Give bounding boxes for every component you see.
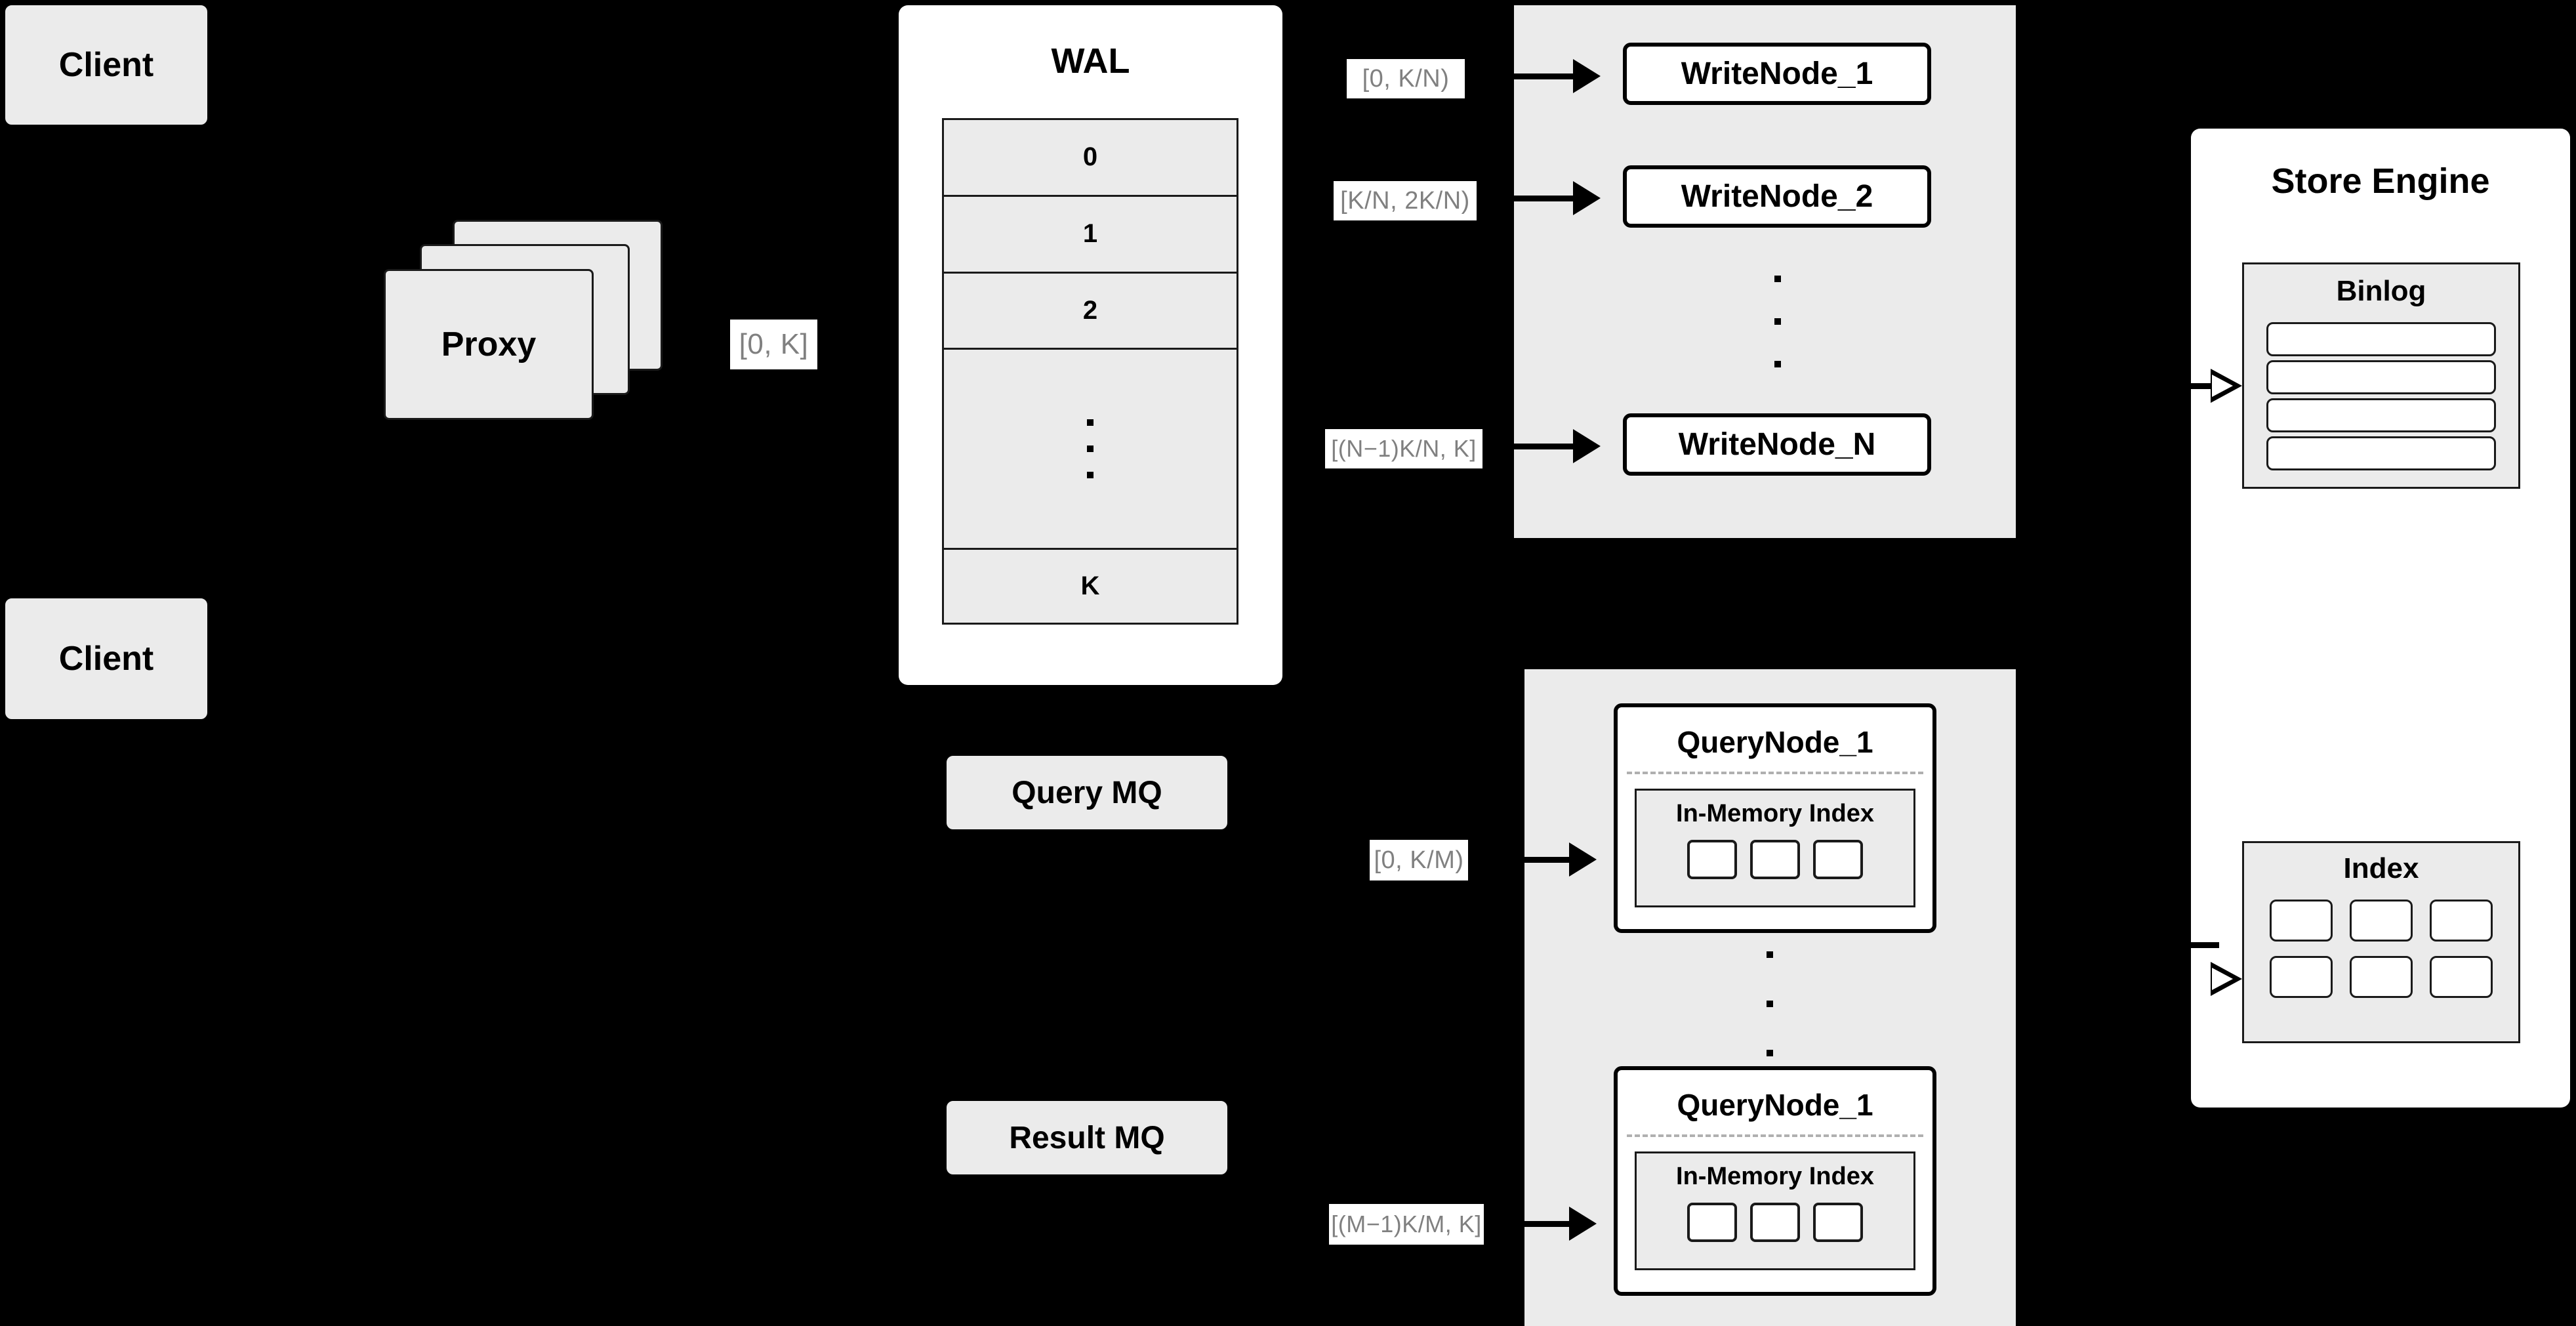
query-mq-label: Query MQ: [1012, 775, 1162, 810]
ellipsis-dot-icon: [1774, 276, 1781, 282]
query-node-1-range-text: [0, K/M): [1374, 846, 1464, 874]
ellipsis-dot-icon: [1767, 951, 1773, 958]
arrowhead-to-write-node-2: [1573, 181, 1601, 215]
index-panel: Index: [2242, 841, 2520, 1043]
binlog-title: Binlog: [2336, 275, 2426, 307]
wal-row: 1: [944, 196, 1237, 274]
index-chip: [2350, 900, 2413, 942]
write-node-2-label: WriteNode_2: [1681, 179, 1873, 214]
arrowhead-to-write-node-n: [1573, 429, 1601, 463]
write-node-1-label: WriteNode_1: [1681, 56, 1873, 91]
wal-row-ellipsis: [944, 350, 1237, 550]
query-node-m-range-label: [(M−1)K/M, K]: [1329, 1204, 1484, 1245]
arrowhead-to-binlog: [2211, 369, 2242, 403]
client-node-1-label: Client: [58, 46, 154, 84]
write-node-2[interactable]: WriteNode_2: [1623, 165, 1931, 228]
binlog-entry-bar: [2266, 322, 2496, 356]
ellipsis-dot-icon: [1767, 1050, 1773, 1056]
index-chip: [2430, 900, 2493, 942]
proxy-to-wal-range-label: [0, K]: [730, 320, 817, 369]
write-node-ellipsis: [1771, 276, 1784, 367]
query-node-1-range-label: [0, K/M): [1370, 840, 1468, 881]
write-node-n-range-label: [(N−1)K/N, K]: [1325, 429, 1482, 468]
result-mq-node[interactable]: Result MQ: [947, 1101, 1227, 1174]
arrow-to-query-node-m: [1486, 1221, 1570, 1227]
arrowhead-to-query-node-1: [1569, 842, 1597, 877]
write-node-2-range-text: [K/N, 2K/N): [1340, 186, 1470, 215]
result-mq-label: Result MQ: [1009, 1120, 1165, 1155]
query-node-1-inmemory-index-title: In-Memory Index: [1676, 800, 1874, 827]
wal-table: 0 1 2 K: [942, 118, 1238, 625]
write-node-1-range-label: [0, K/N): [1347, 59, 1465, 98]
index-chip: [2270, 900, 2333, 942]
index-title: Index: [2343, 852, 2419, 884]
query-node-1-divider: [1627, 772, 1923, 774]
ellipsis-dot-icon: [1087, 445, 1094, 453]
ellipsis-dot-icon: [1087, 419, 1094, 426]
query-node-m-inmemory-index-title: In-Memory Index: [1676, 1163, 1874, 1190]
wal-row: 0: [944, 120, 1237, 197]
write-node-1[interactable]: WriteNode_1: [1623, 43, 1931, 105]
arrow-to-binlog: [2189, 383, 2219, 389]
inmemory-index-chip: [1750, 1203, 1800, 1242]
query-node-m-inmemory-index: In-Memory Index: [1635, 1151, 1915, 1270]
ellipsis-dot-icon: [1774, 318, 1781, 325]
arrowhead-to-write-node-1: [1573, 59, 1601, 93]
query-node-ellipsis: [1763, 951, 1776, 1056]
arrow-to-write-node-n: [1485, 444, 1574, 449]
binlog-entry-bar: [2266, 398, 2496, 432]
index-chip: [2430, 956, 2493, 998]
write-node-n-label: WriteNode_N: [1678, 427, 1876, 462]
client-node-2-label: Client: [58, 640, 154, 678]
inmemory-index-chip: [1687, 840, 1737, 879]
index-chip: [2350, 956, 2413, 998]
arrow-to-query-node-1: [1473, 857, 1570, 863]
arrowhead-to-index: [2211, 962, 2242, 996]
wal-row: 2: [944, 273, 1237, 350]
query-node-1-label: QueryNode_1: [1677, 725, 1873, 759]
proxy-node[interactable]: Proxy: [384, 269, 594, 420]
write-node-n[interactable]: WriteNode_N: [1623, 413, 1931, 476]
query-node-1-inmemory-index: In-Memory Index: [1635, 789, 1915, 907]
query-node-m[interactable]: QueryNode_1 In-Memory Index: [1614, 1066, 1936, 1296]
query-node-1[interactable]: QueryNode_1 In-Memory Index: [1614, 703, 1936, 933]
inmemory-index-chip: [1750, 840, 1800, 879]
binlog-entry-bar: [2266, 360, 2496, 394]
write-node-1-range-text: [0, K/N): [1362, 64, 1450, 93]
binlog-panel: Binlog: [2242, 262, 2520, 489]
wal-row: K: [944, 550, 1237, 623]
write-node-n-range-text: [(N−1)K/N, K]: [1331, 435, 1477, 462]
inmemory-index-chip: [1813, 840, 1863, 879]
store-engine-title: Store Engine: [2271, 161, 2490, 201]
arrow-to-index: [2189, 942, 2219, 948]
ellipsis-dot-icon: [1087, 472, 1094, 479]
inmemory-index-chip: [1687, 1203, 1737, 1242]
wal-title: WAL: [1051, 41, 1130, 81]
inmemory-index-chip: [1813, 1203, 1863, 1242]
client-node-2[interactable]: Client: [5, 598, 207, 719]
query-node-m-range-text: [(M−1)K/M, K]: [1331, 1211, 1482, 1237]
arrow-to-write-node-1: [1469, 73, 1574, 79]
arrow-to-write-node-2: [1480, 196, 1574, 201]
query-node-m-divider: [1627, 1134, 1923, 1137]
query-mq-node[interactable]: Query MQ: [947, 756, 1227, 829]
write-node-2-range-label: [K/N, 2K/N): [1334, 181, 1477, 220]
binlog-entry-bar: [2266, 436, 2496, 470]
index-chip: [2270, 956, 2333, 998]
proxy-to-wal-range-text: [0, K]: [739, 328, 809, 360]
client-node-1[interactable]: Client: [5, 5, 207, 125]
ellipsis-dot-icon: [1767, 1001, 1773, 1007]
arrowhead-to-query-node-m: [1569, 1207, 1597, 1241]
query-node-m-label: QueryNode_1: [1677, 1088, 1873, 1122]
proxy-label: Proxy: [441, 325, 537, 363]
ellipsis-dot-icon: [1774, 361, 1781, 367]
